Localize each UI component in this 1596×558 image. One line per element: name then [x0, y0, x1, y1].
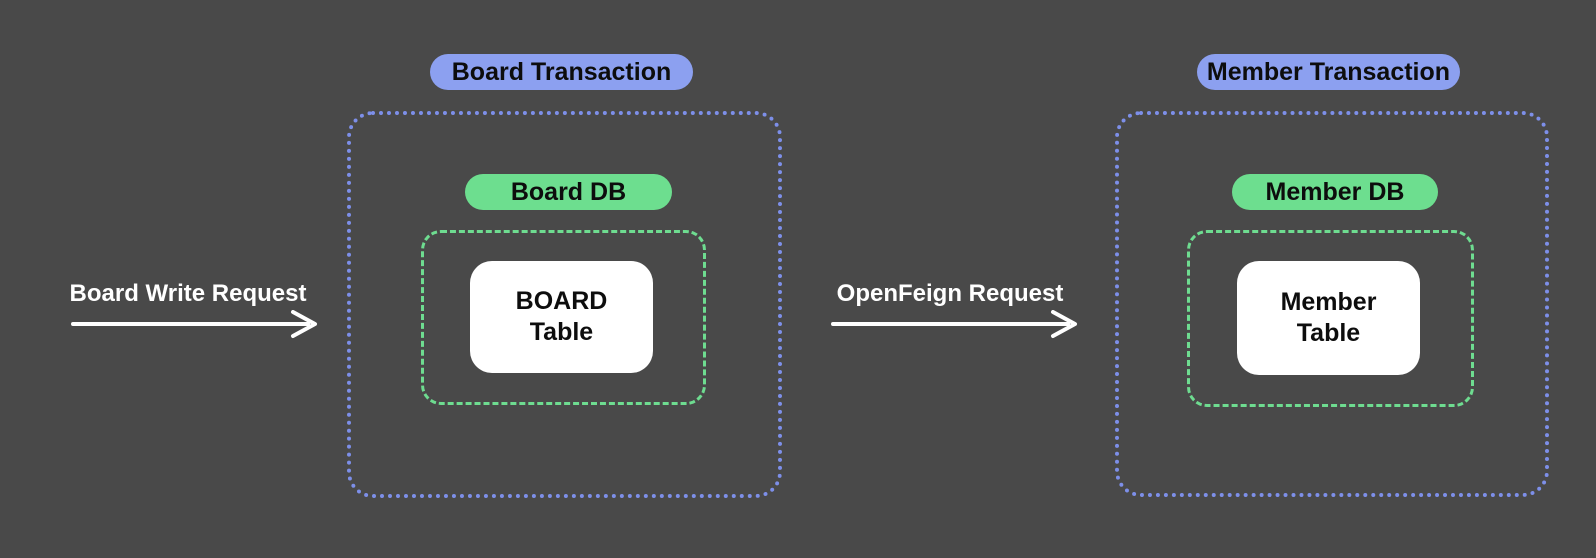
- board-table-card: BOARD Table: [470, 261, 653, 373]
- member-table-label-line2: Table: [1296, 319, 1361, 347]
- member-table-card: Member Table: [1237, 261, 1420, 375]
- member-transaction-label: Member Transaction: [1206, 57, 1451, 86]
- member-transaction-boundary-box: [1115, 111, 1549, 497]
- board-transaction-pill: Board Transaction: [430, 54, 693, 90]
- member-db-label: Member DB: [1265, 177, 1405, 206]
- right-arrow-icon: [831, 310, 1077, 338]
- member-db-boundary-box: [1187, 230, 1474, 407]
- board-table-label-line1: BOARD: [515, 287, 608, 315]
- openfeign-request-label: OpenFeign Request: [836, 280, 1064, 307]
- board-write-request-arrow: Board Write Request: [58, 280, 318, 340]
- member-transaction-pill: Member Transaction: [1197, 54, 1460, 90]
- board-db-boundary-box: [421, 230, 706, 405]
- board-transaction-boundary-box: [347, 111, 782, 498]
- member-db-pill: Member DB: [1232, 174, 1438, 210]
- board-db-pill: Board DB: [465, 174, 672, 210]
- openfeign-request-arrow: OpenFeign Request: [820, 280, 1080, 340]
- board-db-label: Board DB: [510, 177, 627, 206]
- board-transaction-label: Board Transaction: [451, 57, 672, 86]
- board-write-request-label: Board Write Request: [69, 280, 307, 307]
- right-arrow-icon: [71, 310, 317, 338]
- board-table-label-line2: Table: [529, 318, 594, 346]
- member-table-label-line1: Member: [1280, 288, 1377, 316]
